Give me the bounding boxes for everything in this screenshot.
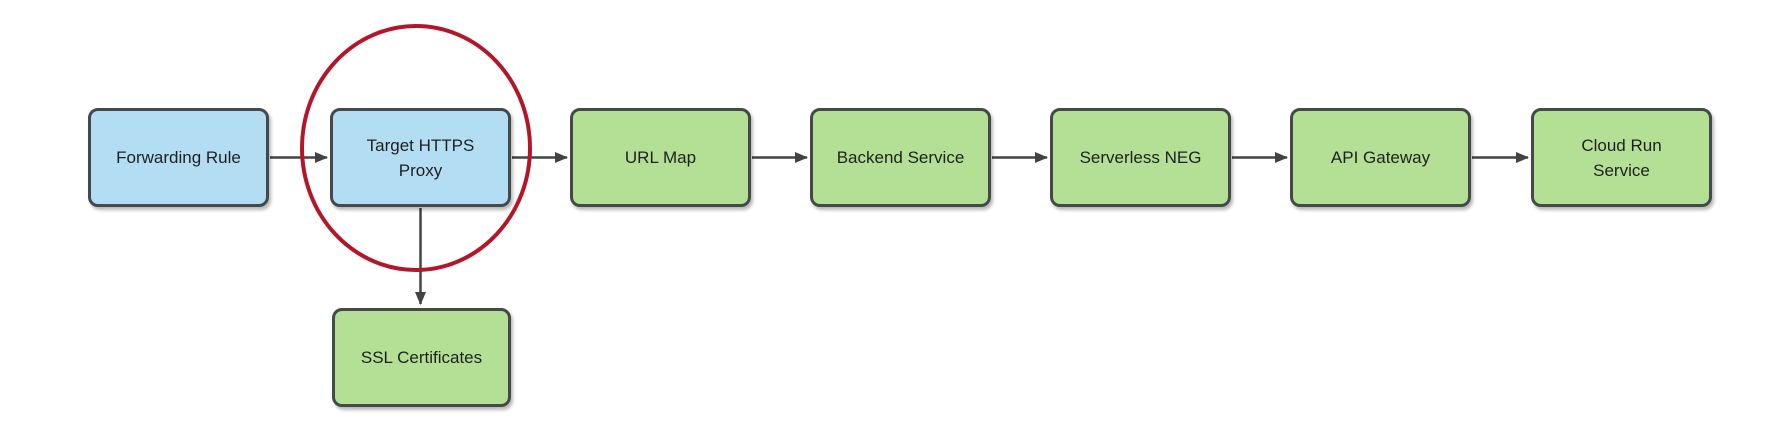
node-forwarding-rule-label: Forwarding Rule (116, 148, 241, 167)
node-cloud-run-service-label: Cloud Run Service (1581, 135, 1662, 180)
node-api-gateway-label: API Gateway (1330, 148, 1431, 167)
node-url-map[interactable]: URL Map (570, 108, 751, 207)
node-backend-service[interactable]: Backend Service (810, 108, 991, 207)
node-url-map-label: URL Map (624, 148, 697, 167)
node-target-https-proxy-label: Target HTTPS Proxy (366, 135, 475, 180)
node-backend-service-label: Backend Service (836, 148, 965, 167)
node-ssl-certificates-label: SSL Certificates (360, 348, 483, 367)
node-target-https-proxy[interactable]: Target HTTPS Proxy (330, 108, 511, 207)
highlight-circle-annotation[interactable] (300, 24, 532, 272)
node-cloud-run-service[interactable]: Cloud Run Service (1531, 108, 1712, 207)
node-forwarding-rule[interactable]: Forwarding Rule (88, 108, 269, 207)
node-api-gateway[interactable]: API Gateway (1290, 108, 1471, 207)
node-serverless-neg[interactable]: Serverless NEG (1050, 108, 1231, 207)
node-serverless-neg-label: Serverless NEG (1079, 148, 1202, 167)
node-ssl-certificates[interactable]: SSL Certificates (332, 308, 511, 407)
